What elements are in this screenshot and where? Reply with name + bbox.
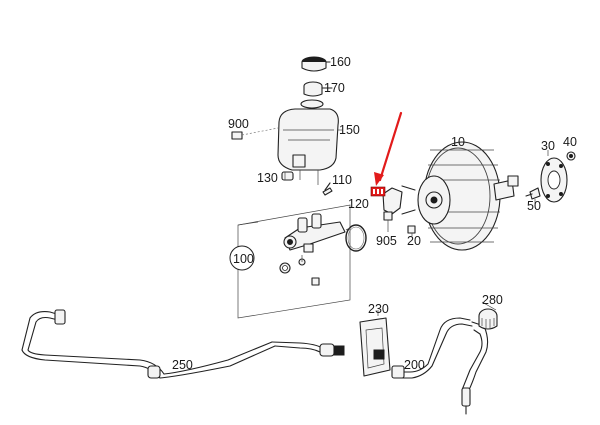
- part-100-master-cylinder: [279, 213, 346, 286]
- callout-160: 160: [330, 55, 351, 69]
- part-50-bolt: [525, 187, 541, 204]
- callout-100-circle: [229, 245, 255, 271]
- highlight-tag: [370, 186, 386, 197]
- callout-100: 100: [233, 252, 254, 266]
- callout-130: 130: [257, 171, 278, 185]
- callout-50: 50: [527, 199, 541, 213]
- callout-110: 110: [332, 173, 352, 187]
- callout-900: 900: [228, 117, 249, 131]
- part-905-sensor: [382, 187, 403, 232]
- part-110-pin: [322, 182, 333, 196]
- part-120-seal-ring: [345, 224, 367, 252]
- part-200-hose: [391, 317, 489, 415]
- callout-250: 250: [172, 358, 193, 372]
- part-30-gasket: [540, 150, 568, 203]
- part-20-clip: [407, 225, 416, 236]
- callout-30: 30: [541, 139, 555, 153]
- red-pointer-arrow: [374, 111, 403, 186]
- callout-120: 120: [348, 197, 369, 211]
- callout-20: 20: [407, 234, 421, 248]
- part-130-grommet: [281, 171, 294, 181]
- callout-905: 905: [376, 234, 397, 248]
- part-170-strainer: [303, 81, 333, 97]
- part-280-filter: [478, 301, 498, 330]
- part-40-plug: [566, 151, 576, 161]
- part-10-brake-booster: [401, 141, 519, 251]
- master-cylinder-group-frame: [237, 204, 351, 319]
- callout-170: 170: [324, 81, 345, 95]
- part-230-bracket: [359, 310, 391, 377]
- callout-280: 280: [482, 293, 503, 307]
- callout-40: 40: [563, 135, 577, 149]
- part-150-reservoir: [277, 99, 342, 185]
- part-250-vacuum-line: [21, 309, 345, 379]
- callout-150: 150: [339, 123, 360, 137]
- callout-10: 10: [451, 135, 465, 149]
- part-160-cap: [301, 56, 331, 72]
- part-900-clip: [231, 127, 279, 140]
- callout-230: 230: [368, 302, 389, 316]
- callout-200: 200: [404, 358, 425, 372]
